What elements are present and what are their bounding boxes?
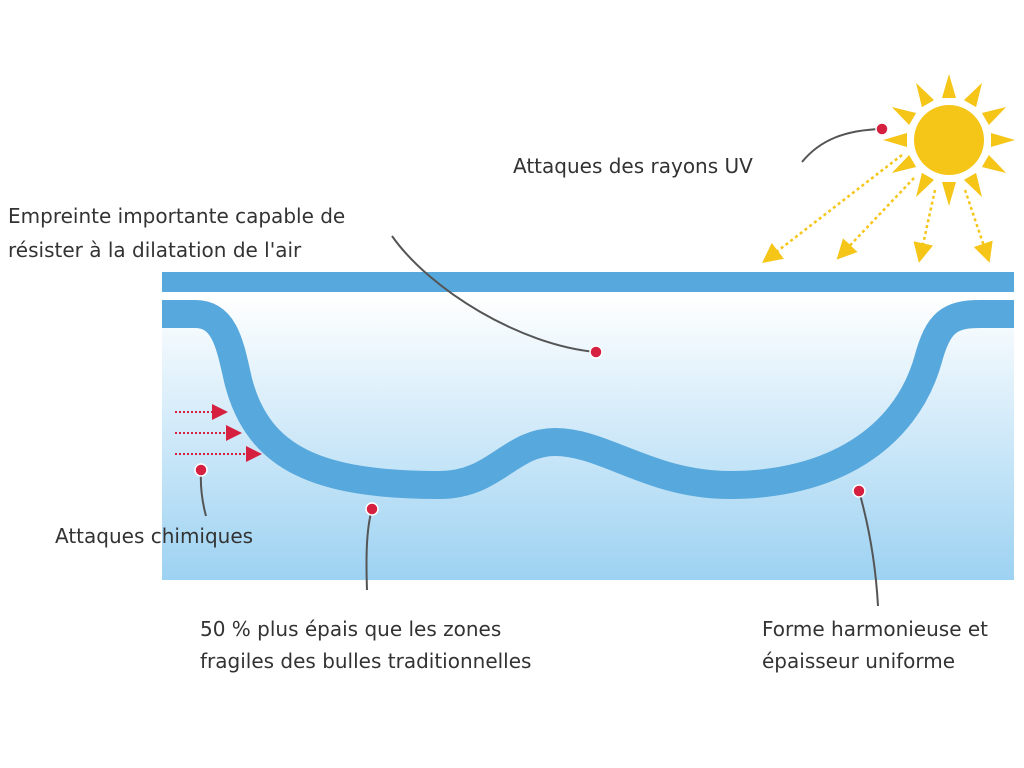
bubble-film-layer (162, 300, 1014, 500)
label-imprint-line1: Empreinte importante capable de (8, 204, 346, 228)
uv-ray-arrows (762, 154, 993, 264)
marker-dots (194, 122, 889, 516)
label-shape-line2: épaisseur uniforme (762, 649, 956, 673)
sun-icon (883, 74, 1015, 206)
label-uv-attacks: Attaques des rayons UV (513, 154, 753, 178)
label-shape-line1: Forme harmonieuse et (762, 617, 989, 641)
top-film-layer (162, 272, 1014, 292)
label-thicker-line1: 50 % plus épais que les zones (200, 617, 502, 641)
label-imprint-line2: résister à la dilatation de l'air (8, 238, 302, 262)
leader-lines (199, 128, 883, 607)
chemical-arrows (175, 404, 262, 462)
label-chemical-attacks: Attaques chimiques (55, 524, 254, 548)
label-thicker-line2: fragiles des bulles traditionnelles (200, 649, 532, 673)
